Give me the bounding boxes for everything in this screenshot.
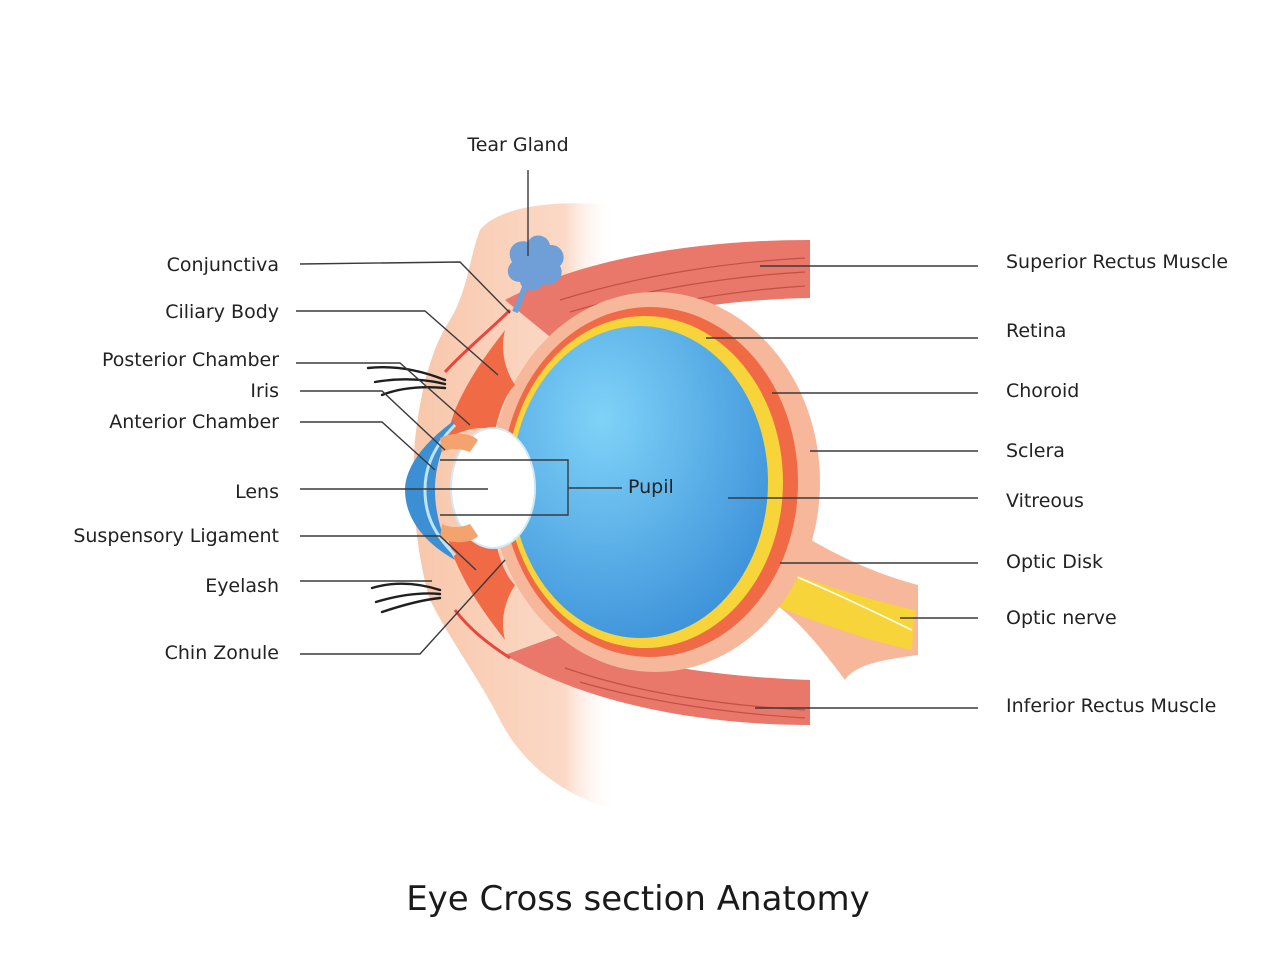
cornea: [405, 420, 455, 560]
label-tear-gland: Tear Gland: [466, 134, 568, 156]
label-suspensory-ligament: Suspensory Ligament: [73, 525, 279, 547]
label-retina: Retina: [1006, 320, 1066, 342]
label-optic-disk: Optic Disk: [1006, 551, 1103, 573]
label-conjunctiva: Conjunctiva: [167, 254, 279, 276]
tear-gland: [507, 235, 564, 291]
vitreous-body: [512, 326, 768, 638]
label-vitreous: Vitreous: [1006, 490, 1084, 512]
label-eyelash: Eyelash: [205, 575, 279, 597]
label-anterior-chamber: Anterior Chamber: [109, 411, 279, 433]
ciliary-body-shape: [445, 330, 515, 440]
label-lens: Lens: [235, 481, 279, 503]
optic-nerve: [760, 565, 915, 650]
label-superior-rectus-muscle: Superior Rectus Muscle: [1006, 251, 1228, 273]
label-choroid: Choroid: [1006, 380, 1079, 402]
lower-eyelash: [370, 582, 442, 592]
label-pupil: Pupil: [628, 476, 674, 498]
lens: [450, 427, 536, 549]
inferior-rectus-muscle: [505, 635, 810, 725]
label-sclera: Sclera: [1006, 440, 1065, 462]
label-inferior-rectus-muscle: Inferior Rectus Muscle: [1006, 695, 1216, 717]
label-iris: Iris: [250, 380, 279, 402]
label-chin-zonule: Chin Zonule: [165, 642, 279, 664]
iris-shape: [440, 433, 478, 452]
conjunctiva-line: [443, 308, 512, 374]
label-posterior-chamber: Posterior Chamber: [102, 349, 279, 371]
label-ciliary-body: Ciliary Body: [165, 301, 279, 323]
diagram-title: Eye Cross section Anatomy: [406, 879, 870, 919]
label-optic-nerve: Optic nerve: [1006, 607, 1117, 629]
